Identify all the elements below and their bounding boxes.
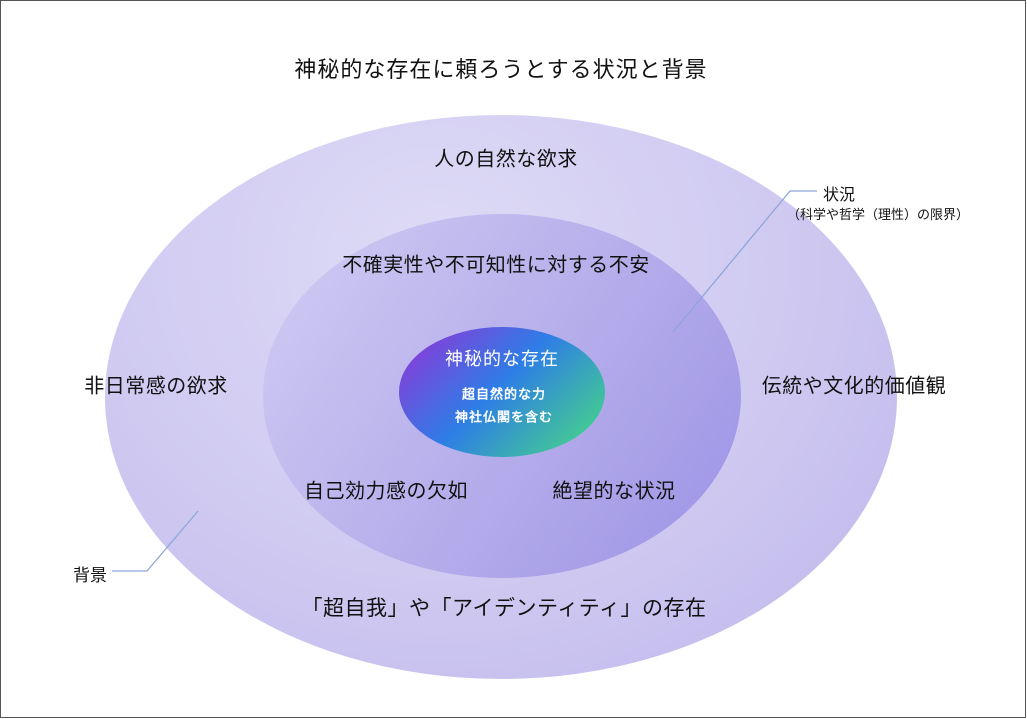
outer-label-top: 人の自然な欲求 — [434, 148, 578, 171]
core-subline-1: 超自然的な力 — [461, 386, 547, 402]
middle-label-bottom-left: 自己効力感の欠如 — [304, 480, 468, 503]
outer-label-bottom: 「超自我」や「アイデンティティ」の存在 — [301, 596, 707, 620]
background-callout-label: 背景 — [73, 566, 107, 585]
situation-callout-sublabel: （科学や哲学（理性）の限界） — [787, 207, 970, 222]
diagram-title: 神秘的な存在に頼ろうとする状況と背景 — [294, 57, 708, 82]
core-title: 神秘的な存在 — [445, 349, 559, 369]
middle-label-bottom-right: 絶望的な状況 — [552, 480, 676, 503]
situation-callout-label: 状況 — [823, 187, 856, 204]
outer-label-right: 伝統や文化的価値観 — [761, 375, 947, 398]
core-subline-2: 神社仏閣を含む — [454, 409, 554, 425]
outer-label-left: 非日常感の欲求 — [84, 375, 228, 398]
core-ellipse-mystical-being — [399, 327, 605, 457]
middle-label-top: 不確実性や不可知性に対する不安 — [342, 254, 650, 277]
